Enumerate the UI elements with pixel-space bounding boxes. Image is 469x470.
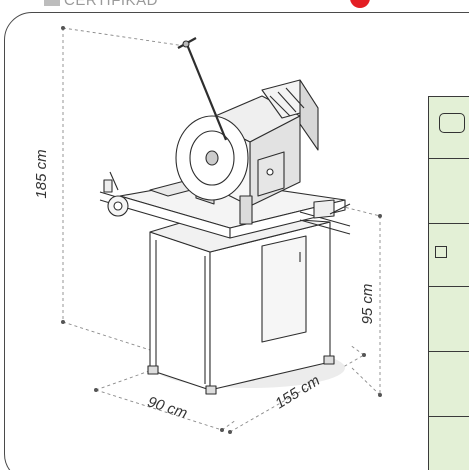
red-brand-dot-icon [350,0,370,8]
spec-row-3 [429,224,469,287]
spec-table [428,96,469,470]
dimension-endpoints [61,26,382,434]
spec-row-2 [429,159,469,224]
header-strip: CERTIFIKAD [0,0,469,10]
dimension-height-table: 95 cm [359,284,376,325]
square-icon [435,246,447,258]
brand-logo-icon [44,0,60,6]
dimension-height-total: 185 cm [33,149,50,198]
cold-saw-machine-illustration [99,37,351,395]
spec-row-5 [429,352,469,417]
header-title: CERTIFIKAD [64,0,158,9]
spec-row-1 [429,97,469,159]
dimension-width: 90 cm [145,393,189,422]
spec-row-4 [429,287,469,352]
rounded-rectangle-icon [439,113,465,133]
spec-card [4,12,469,470]
